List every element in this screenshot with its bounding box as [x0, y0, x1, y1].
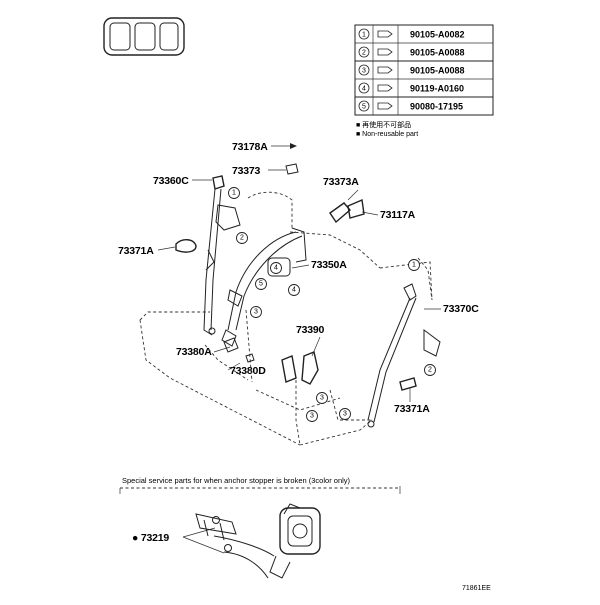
svg-text:2: 2 — [428, 367, 432, 374]
table-row-part-number: 90105-A0088 — [410, 48, 465, 58]
right-pillar-belt — [367, 283, 441, 428]
top-small-part — [285, 163, 299, 175]
table-row-part-number: 90105-A0082 — [410, 30, 465, 40]
table-row-number-circle — [358, 82, 370, 94]
label-73350A: 73350A — [311, 259, 347, 271]
label-73219: ● 73219 — [132, 532, 169, 544]
label-73178A: 73178A — [232, 141, 268, 153]
svg-text:4: 4 — [274, 265, 278, 272]
table-row-number-circle — [358, 46, 370, 58]
table-row-number: 4 — [362, 86, 366, 93]
fastener-icon — [377, 30, 393, 38]
table-row-number: 1 — [362, 32, 366, 39]
table-row-number: 3 — [362, 68, 366, 75]
left-anchor-cover — [175, 239, 197, 253]
table-row-number-circle — [358, 100, 370, 112]
table-row-part-number: 90119-A0160 — [410, 84, 464, 94]
seat-outline — [139, 191, 433, 446]
table-row-part-number: 90105-A0088 — [410, 66, 465, 76]
label-73373: 73373 — [232, 165, 261, 177]
svg-text:2: 2 — [240, 235, 244, 242]
parts-table — [354, 24, 494, 116]
label-73380D: 73380D — [230, 365, 266, 377]
buckle-parts — [329, 198, 365, 224]
svg-text:1: 1 — [232, 190, 236, 197]
callout-circles: 1 2 4 5 4 3 1 2 3 3 3 — [228, 187, 436, 422]
figure-code: 71861EE — [462, 585, 491, 592]
svg-text:3: 3 — [320, 395, 324, 402]
right-anchor-cover — [399, 377, 417, 391]
fastener-icon — [377, 84, 393, 92]
label-73117A: 73117A — [380, 209, 416, 221]
label-73380A: 73380A — [176, 346, 212, 358]
svg-text:5: 5 — [259, 281, 263, 288]
label-73371A-right: 73371A — [394, 403, 430, 415]
header-badge-icon — [103, 17, 185, 56]
svg-text:4: 4 — [292, 287, 296, 294]
svg-text:3: 3 — [343, 411, 347, 418]
svg-text:1: 1 — [412, 262, 416, 269]
left-pillar-belt — [203, 175, 241, 336]
svg-text:3: 3 — [254, 309, 258, 316]
special-service-note: Special service parts for when anchor st… — [122, 476, 351, 485]
center-belt — [221, 227, 307, 347]
svg-text:3: 3 — [310, 413, 314, 420]
table-note-ja: ■ 再使用不可部品 — [356, 120, 411, 129]
label-73371A-left: 73371A — [118, 245, 154, 257]
table-note-en: ■ Non-reusable part — [356, 131, 418, 138]
table-row-number-circle — [358, 28, 370, 40]
label-73370C: 73370C — [443, 303, 479, 315]
table-row-part-number: 90080-17195 — [410, 102, 463, 112]
lower-center-parts — [223, 337, 319, 385]
label-73373A: 73373A — [323, 176, 359, 188]
table-row-number-circle — [358, 64, 370, 76]
fastener-icon — [377, 102, 393, 110]
label-73360C: 73360C — [153, 175, 189, 187]
fastener-icon — [377, 66, 393, 74]
special-service-part-drawing — [195, 503, 321, 579]
table-row-number: 2 — [362, 50, 366, 57]
leader-lines — [157, 143, 441, 554]
special-service-bracket — [119, 486, 401, 494]
table-row-number: 5 — [362, 104, 366, 111]
label-73390: 73390 — [296, 324, 325, 336]
fastener-icon — [377, 48, 393, 56]
